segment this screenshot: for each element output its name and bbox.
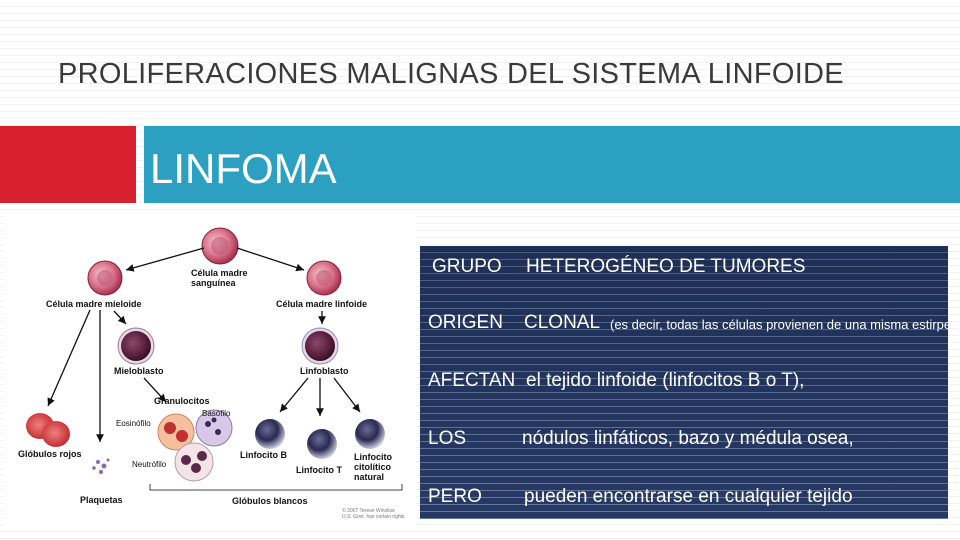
platelets-label: Plaquetas: [80, 495, 123, 505]
panel-row-afectan: AFECTAN el tejido linfoide (linfocitos B…: [420, 366, 948, 396]
panel-row-pero: PERO pueden encontrarse en cualquier tej…: [420, 482, 948, 512]
myeloblast-cell: [117, 327, 155, 365]
red-accent-block: [0, 126, 136, 203]
stem-cell-label-1: Célula madre: [191, 268, 248, 278]
nk-cell-label-1: Linfocito: [354, 452, 392, 462]
red-cells-label: Glóbulos rojos: [18, 449, 82, 459]
t-cell-label: Linfocito T: [296, 465, 342, 475]
t-lymphocyte-cell: [307, 429, 337, 459]
granulocytes-label: Granulocitos: [154, 396, 210, 406]
basophil-label: Basófilo: [202, 409, 231, 418]
b-lymphocyte-cell: [255, 419, 285, 449]
lymphoblast-label: Linfoblasto: [300, 366, 349, 376]
row-value: pueden encontrarse en cualquier tejido: [524, 486, 853, 507]
myeloid-stem-label: Célula madre mieloide: [46, 299, 142, 309]
stem-cell-label-2: sanguínea: [191, 278, 236, 288]
row-note: (es decir, todas las células provienen d…: [610, 317, 960, 332]
granulocytes-cluster: [157, 409, 233, 482]
nk-cell-label-2: citolítico: [354, 462, 392, 472]
lymphoid-stem-cell: [306, 260, 342, 296]
b-cell-label: Linfocito B: [240, 450, 287, 460]
neutrophil-label: Neutrófilo: [132, 460, 167, 469]
row-key: AFECTAN: [428, 370, 516, 391]
hematopoiesis-diagram: Célula madre sanguínea Célula madre miel…: [4, 216, 416, 526]
stem-cell: [201, 227, 239, 265]
row-value: el tejido linfoide (linfocitos B o T),: [526, 370, 805, 391]
copyright-line-1: © 2007 Terese Winslow: [342, 508, 395, 514]
copyright-line-2: U.S. Govt. has certain rights: [342, 514, 405, 520]
slide-subtitle: LINFOMA: [150, 145, 337, 192]
nk-lymphocyte-cell: [355, 419, 385, 449]
row-key: ORIGEN: [428, 312, 503, 333]
lymphoblast-cell: [301, 327, 339, 365]
slide-title: PROLIFERACIONES MALIGNAS DEL SISTEMA LIN…: [58, 58, 844, 90]
row-key: PERO: [428, 486, 482, 507]
definition-panel: GRUPO HETEROGÉNEO DE TUMORES ORIGEN CLON…: [420, 246, 960, 519]
row-value: CLONAL: [524, 312, 601, 333]
row-value: HETEROGÉNEO DE TUMORES: [526, 256, 806, 277]
white-cells-label: Glóbulos blancos: [232, 496, 308, 506]
platelets: [92, 458, 110, 474]
nk-cell-label-3: natural: [354, 472, 385, 482]
panel-row-los: LOS nódulos linfáticos, bazo y médula os…: [420, 424, 948, 454]
panel-row-origen: ORIGEN CLONAL (es decir, todas las célul…: [420, 308, 960, 338]
eosinophil-label: Eosinófilo: [116, 419, 151, 428]
myeloblast-label: Mieloblasto: [114, 366, 164, 376]
diagram-artwork: [26, 227, 403, 491]
row-value: nódulos linfáticos, bazo y médula osea,: [522, 428, 854, 449]
row-key: GRUPO: [432, 256, 502, 277]
myeloid-stem-cell: [87, 260, 123, 296]
subtitle-bar: [144, 126, 960, 203]
red-blood-cells: [26, 413, 70, 447]
row-key: LOS: [428, 428, 467, 449]
lymphoid-stem-label: Célula madre linfoide: [276, 299, 368, 309]
panel-row-grupo: GRUPO HETEROGÉNEO DE TUMORES: [420, 252, 948, 282]
